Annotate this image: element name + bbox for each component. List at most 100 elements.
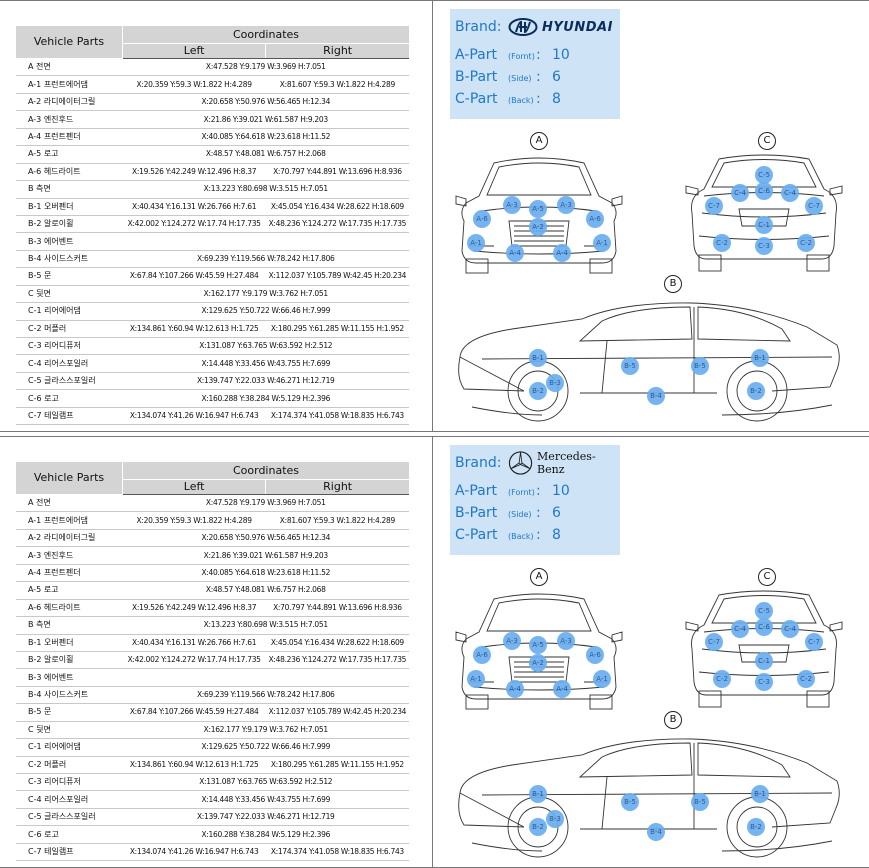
part-name: B-2 알로이휠	[16, 651, 123, 670]
part-name: B-3 에어벤트	[16, 232, 123, 251]
coord-left: X:42.002 Y:124.272 W:17.74 H:17.735	[122, 651, 266, 670]
coord-left: X:40.434 Y:16.131 W:26.766 H:7.61	[122, 198, 266, 216]
brand-label: Brand:	[455, 455, 502, 471]
coord-center: X:129.625 Y:50.722 W:66.46 H:7.999	[122, 738, 409, 757]
part-name: A-1 프런트에어댐	[16, 511, 123, 530]
coord-center: X:48.57 Y:48.081 W:6.757 H:2.068	[122, 581, 409, 600]
coord-center	[122, 668, 409, 687]
view-callout-b: B	[664, 275, 682, 293]
front-part-marker: A-1	[593, 234, 611, 252]
coord-center: X:47.528 Y:9.179 W:3.969 H:7.051	[122, 494, 409, 513]
part-group-name: B-Part	[455, 69, 498, 85]
rear-part-marker: C-1	[755, 652, 773, 670]
coord-center: X:162.177 Y:9.179 W:3.762 H:7.051	[122, 285, 409, 304]
part-name: A-4 프런트펜더	[16, 128, 123, 147]
side-part-marker: B-4	[647, 387, 665, 405]
part-group-sub: (Back)	[508, 96, 534, 105]
part-name: C-6 로고	[16, 389, 123, 408]
part-name: C-5 글라스스포일러	[16, 372, 123, 391]
side-part-marker: B-1	[529, 785, 547, 803]
coord-left: X:42.002 Y:124.272 W:17.74 H:17.735	[122, 215, 266, 234]
front-part-marker: A-2	[529, 218, 547, 236]
rear-part-marker: C-5	[755, 602, 773, 620]
table-row: B-3 에어벤트	[16, 232, 409, 251]
header-left: Left	[121, 43, 266, 59]
view-callout-a: A	[530, 132, 548, 150]
front-part-marker: A-6	[586, 210, 604, 228]
side-part-marker: B-5	[621, 793, 639, 811]
part-name: C-3 리어디퓨저	[16, 773, 123, 792]
view-callout-a: A	[530, 568, 548, 586]
front-part-marker: A-4	[506, 244, 524, 262]
part-group-count: 10	[552, 483, 570, 499]
coord-left: X:40.434 Y:16.131 W:26.766 H:7.61	[122, 634, 266, 652]
part-name: A-5 로고	[16, 581, 123, 600]
header-right: Right	[265, 479, 409, 495]
rear-part-marker: C-4	[731, 620, 749, 638]
header-right: Right	[265, 43, 409, 59]
part-name: A-1 프런트에어댐	[16, 75, 123, 94]
header-vehicle-parts: Vehicle Parts	[16, 462, 123, 495]
part-name: A-3 엔진후드	[16, 546, 123, 565]
part-name: C-2 머플러	[16, 756, 123, 775]
coord-center: X:40.085 Y:64.618 W:23.618 H:11.52	[122, 128, 409, 147]
coord-center: X:139.747 Y:22.033 W:46.271 H:12.719	[122, 808, 409, 827]
part-name: C-5 글라스스포일러	[16, 808, 123, 827]
side-part-marker: B-2	[529, 818, 547, 836]
rear-part-marker: C-5	[755, 166, 773, 184]
part-group-count: 8	[552, 91, 561, 107]
coord-center: X:160.288 Y:38.284 W:5.129 H:2.396	[122, 389, 409, 408]
side-part-marker: B-3	[546, 374, 564, 392]
part-group-count: 6	[552, 505, 561, 521]
side-part-marker: B-2	[747, 382, 765, 400]
rear-part-marker: C-3	[755, 673, 773, 691]
coord-center: X:131.087 Y:63.765 W:63.592 H:2.512	[122, 337, 409, 356]
front-part-marker: A-6	[473, 210, 491, 228]
coord-left: X:134.074 Y:41.26 W:16.947 H:6.743	[122, 843, 266, 862]
rear-part-marker: C-4	[731, 184, 749, 202]
rear-part-marker: C-2	[713, 670, 731, 688]
coord-right: X:174.374 Y:41.058 W:18.835 H:6.743	[265, 407, 409, 426]
rear-part-marker: C-7	[805, 633, 823, 651]
part-name: B-3 에어벤트	[16, 668, 123, 687]
brand-name: HYUNDAI	[542, 19, 613, 35]
header-vehicle-parts: Vehicle Parts	[16, 26, 123, 59]
part-group-sub: (Back)	[508, 532, 534, 541]
coord-left: X:67.84 Y:107.266 W:45.59 H:27.484	[122, 703, 266, 722]
part-name: B-5 문	[16, 267, 123, 286]
brand-name: Mercedes-Benz	[537, 450, 596, 476]
coord-left: X:67.84 Y:107.266 W:45.59 H:27.484	[122, 267, 266, 286]
brand-label: Brand:	[455, 19, 502, 35]
coord-center: X:131.087 Y:63.765 W:63.592 H:2.512	[122, 773, 409, 792]
front-part-marker: A-6	[473, 646, 491, 664]
part-group-name: C-Part	[455, 527, 498, 543]
part-summary-row: C-Part(Back):8	[455, 527, 561, 543]
brand-logo: Mercedes-Benz	[508, 450, 620, 476]
header-coordinates: Coordinates	[122, 26, 409, 44]
side-part-marker: B-5	[621, 357, 639, 375]
part-group-count: 8	[552, 527, 561, 543]
coord-center: X:69.239 Y:119.566 W:78.242 H:17.806	[122, 686, 409, 705]
rear-part-marker: C-7	[805, 197, 823, 215]
rear-part-marker: C-3	[755, 237, 773, 255]
part-name: C-4 리어스포일러	[16, 354, 123, 373]
view-callout-c: C	[758, 568, 776, 586]
part-name: B 측면	[16, 180, 123, 199]
coord-left: X:19.526 Y:42.249 W:12.496 H:8.37	[122, 163, 266, 182]
front-part-marker: A-3	[503, 632, 521, 650]
coord-center: X:162.177 Y:9.179 W:3.762 H:7.051	[122, 721, 409, 740]
